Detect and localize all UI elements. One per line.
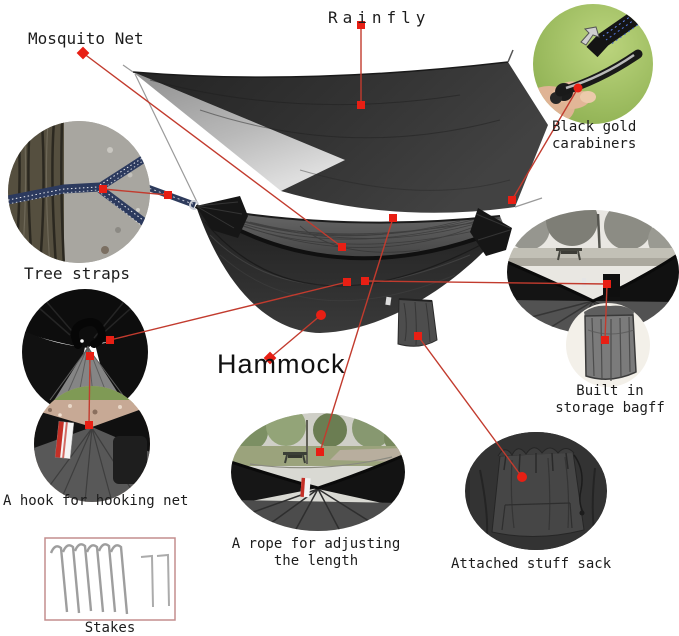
- label-mosquito-net: Mosquito Net: [28, 29, 144, 48]
- carabiner-body: [555, 49, 643, 97]
- net-hook: [70, 318, 106, 349]
- tarp-corner-tie: [507, 49, 514, 63]
- stakes: [49, 543, 129, 615]
- net-pocket: [113, 436, 147, 484]
- label-stuff-sack: Attached stuff sack: [451, 556, 612, 572]
- annotation-markers: [76, 21, 611, 482]
- stakes-box: [44, 537, 176, 621]
- label-hammock: Hammock: [217, 349, 346, 379]
- rope-circle: [231, 413, 405, 531]
- silver-hook: [580, 26, 600, 46]
- mosquito-net-line: [82, 52, 343, 248]
- hook-detail-circle: [34, 386, 150, 502]
- tarp-guy-line: [134, 73, 198, 203]
- tarp-tip-tie: [514, 197, 543, 208]
- hammock-tag: [385, 296, 392, 306]
- hook-line: [109, 281, 348, 341]
- picnic-table-small: [283, 452, 307, 464]
- hammock-line: [269, 314, 322, 359]
- storage-line: [364, 280, 608, 285]
- left-gather: [196, 196, 248, 238]
- annotation-layer: [82, 25, 608, 478]
- mesh-lines: [195, 205, 504, 253]
- label-hook: A hook for hooking net: [3, 493, 189, 509]
- hanging-storage-bag: [397, 298, 438, 347]
- label-stakes: Stakes: [84, 620, 136, 636]
- rainfly-tarp: [122, 49, 548, 213]
- stuff-sack-circle: [465, 432, 607, 550]
- label-rainfly: Rainfly: [328, 8, 431, 27]
- hammock-body: [136, 181, 512, 347]
- rope-line: [319, 217, 394, 453]
- stuff-sack: [491, 447, 585, 537]
- right-gather: [470, 208, 512, 256]
- carabiner-circle: [533, 4, 653, 124]
- tree-strap-webbing: [8, 154, 148, 226]
- label-tree-straps: Tree straps: [24, 264, 130, 283]
- stuff-sack-line: [417, 335, 523, 478]
- tree-straps-line: [102, 188, 169, 196]
- built-in-storage-circle: [507, 210, 679, 387]
- hook-tag-line: [88, 355, 91, 426]
- red-white-tag: [54, 421, 75, 460]
- drawstring: [573, 454, 584, 513]
- built-in-mesh-bag: [584, 305, 637, 381]
- carabiner-line: [511, 87, 579, 201]
- adjusting-rope: [249, 456, 393, 469]
- storage-line-vertical: [604, 283, 608, 341]
- picnic-table: [556, 248, 582, 261]
- tree-straps-circle: [8, 121, 150, 263]
